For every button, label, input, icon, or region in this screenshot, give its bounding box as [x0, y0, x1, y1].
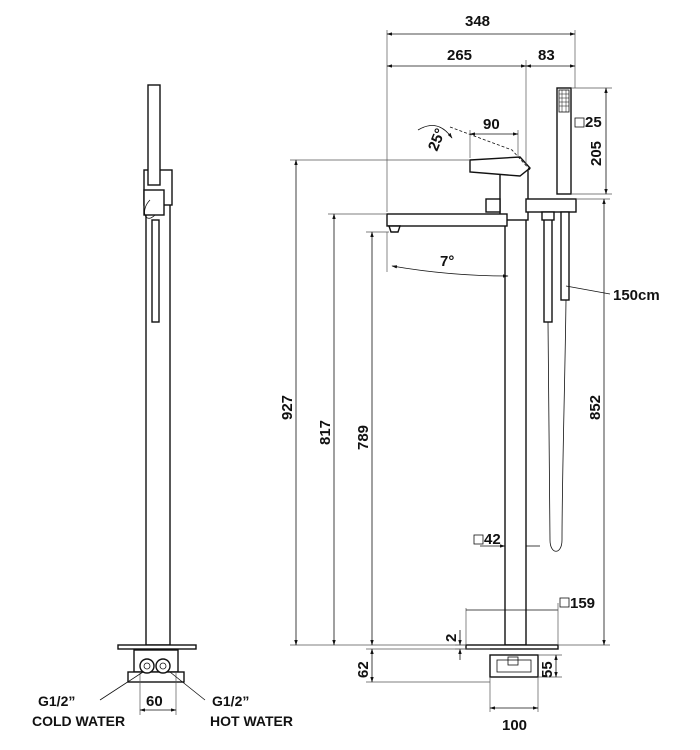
dim-spout-outlet-height: 789: [355, 425, 372, 450]
dim-holder-height: 852: [587, 395, 604, 420]
hose-connector: [560, 211, 570, 301]
front-dimensions: [290, 30, 612, 712]
rod-cap: [541, 211, 555, 221]
dim-inlet-spacing: 60: [146, 693, 163, 710]
mixer-body: [499, 169, 529, 221]
square-symbol-icon: [559, 597, 570, 608]
cold-inlet-icon: [139, 658, 155, 674]
dim-handshower-square: 25: [585, 114, 602, 131]
side-handshower: [147, 84, 161, 186]
square-symbol-icon: [473, 534, 484, 545]
dim-floor-box-height: 55: [539, 661, 556, 678]
dim-spout-top-height: 817: [317, 420, 334, 445]
dim-lever-length: 90: [483, 116, 500, 133]
side-view: 60: [99, 84, 206, 715]
side-floor-flange: [127, 671, 185, 683]
side-base-plate: [117, 644, 197, 650]
front-base-plate: [465, 644, 559, 650]
cold-leader: [99, 671, 144, 701]
dim-total-width: 348: [465, 13, 490, 30]
dim-total-height: 927: [279, 395, 296, 420]
dim-hose-length: 150cm: [613, 287, 660, 304]
dim-spout-reach: 265: [447, 47, 472, 64]
spout: [386, 213, 508, 227]
dim-plate-thickness: 2: [443, 634, 460, 642]
front-view: [386, 87, 577, 678]
dim-column-square: 42: [484, 531, 501, 548]
dim-floor-box-depth: 62: [355, 661, 372, 678]
dim-handshower-height: 205: [588, 141, 605, 166]
cold-thread-label: G1/2”: [38, 693, 75, 709]
hose: [547, 299, 567, 552]
dim-handshower-offset: 83: [538, 47, 555, 64]
hot-water-label: HOT WATER: [210, 713, 293, 729]
diverter-knob: [485, 198, 501, 213]
front-column: [504, 204, 527, 646]
spout-outlet: [388, 225, 401, 233]
holder-arm: [525, 198, 577, 213]
dim-spout-angle: 7°: [440, 253, 454, 270]
hot-inlet-icon: [155, 658, 171, 674]
front-floor-box: [489, 654, 539, 678]
hot-leader: [169, 671, 206, 701]
lever: [469, 156, 532, 177]
square-symbol-icon: [574, 117, 585, 128]
hanging-rod: [543, 217, 553, 323]
handshower: [556, 87, 572, 195]
hot-thread-label: G1/2”: [212, 693, 249, 709]
dim-base-square: 159: [570, 595, 595, 612]
dim-lever-angle: 25°: [425, 126, 449, 153]
dim-floor-box-width: 100: [502, 717, 527, 734]
cold-water-label: COLD WATER: [32, 713, 125, 729]
side-shower-rod: [151, 219, 160, 323]
side-handshower-holder: [143, 189, 165, 216]
